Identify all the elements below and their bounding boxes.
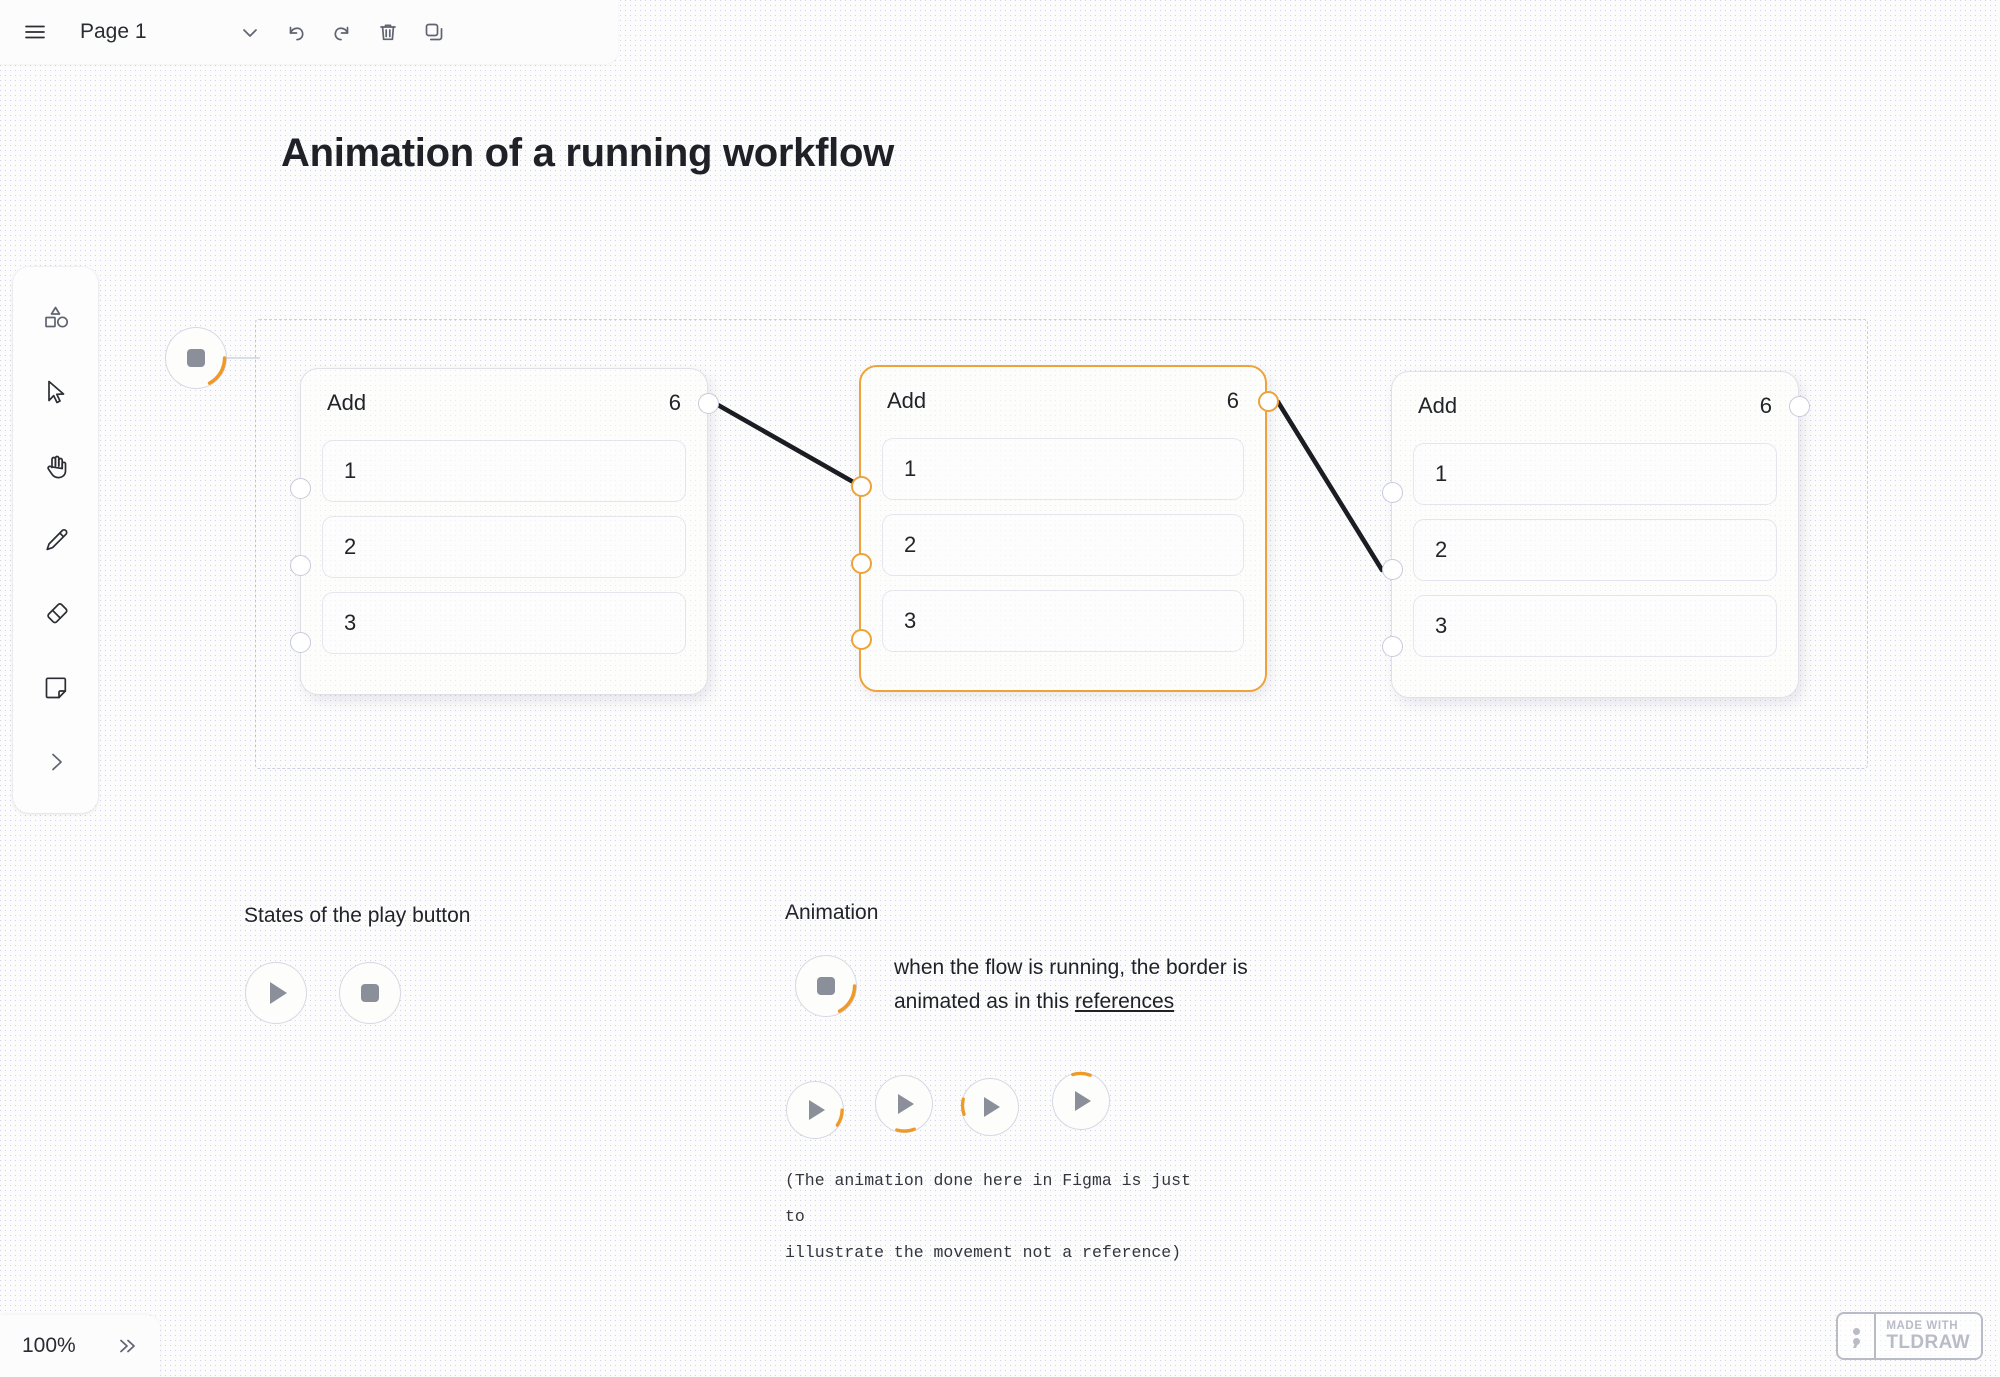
undo-icon[interactable] — [273, 9, 319, 55]
cursor-arrow-icon[interactable] — [30, 366, 82, 418]
node3-input-port-3[interactable] — [1382, 636, 1403, 657]
node-title: Add — [1418, 393, 1458, 418]
workflow-run-button[interactable] — [165, 327, 227, 389]
zoom-level-label[interactable]: 100% — [22, 1334, 76, 1357]
watermark-brand: TLDRAW — [1886, 1331, 1970, 1353]
pencil-icon[interactable] — [30, 514, 82, 566]
node-header: Add 6 — [861, 367, 1265, 414]
play-states-title: States of the play button — [244, 904, 471, 927]
node2-input-port-3[interactable] — [851, 629, 872, 650]
node1-input-port-1[interactable] — [290, 478, 311, 499]
trash-icon[interactable] — [365, 9, 411, 55]
animation-footnote-line-2: illustrate the movement not a reference) — [785, 1243, 1182, 1262]
animation-description: when the flow is running, the border is … — [894, 951, 1314, 1019]
hamburger-menu-icon[interactable] — [12, 9, 58, 55]
node-input-row[interactable]: 3 — [322, 592, 686, 654]
animation-description-line-1: when the flow is running, the border is — [894, 956, 1248, 979]
hand-icon[interactable] — [30, 440, 82, 492]
node-title: Add — [327, 390, 367, 415]
node2-output-port[interactable] — [1258, 391, 1279, 412]
play-button-running[interactable] — [339, 962, 401, 1024]
animation-footnote: (The animation done here in Figma is jus… — [785, 1163, 1215, 1271]
workflow-node-add-3[interactable]: Add 6 1 2 3 — [1391, 371, 1799, 698]
watermark-text: MADE WITH TLDRAW — [1876, 1314, 1981, 1358]
animation-description-line-2: animated as in this — [894, 990, 1075, 1013]
workflow-node-add-2[interactable]: Add 6 1 2 3 — [859, 365, 1267, 692]
node-input-row[interactable]: 3 — [1413, 595, 1777, 657]
watermark-made-with: MADE WITH — [1886, 1319, 1959, 1332]
shapes-icon[interactable] — [30, 292, 82, 344]
animation-demo-button[interactable] — [795, 955, 857, 1017]
node-input-list: 1 2 3 — [301, 416, 707, 674]
tldraw-logo-icon — [1838, 1314, 1877, 1358]
play-button-idle[interactable] — [245, 962, 307, 1024]
animation-frame-1[interactable] — [786, 1081, 844, 1139]
top-toolbar: Page 1 — [0, 0, 618, 64]
animation-frame-2[interactable] — [875, 1075, 933, 1133]
run-button-connector — [224, 357, 260, 359]
play-triangle-icon — [269, 982, 287, 1004]
animation-frame-3[interactable] — [960, 1078, 1019, 1136]
node-output-value: 6 — [1759, 393, 1772, 418]
stop-square-icon — [817, 977, 835, 995]
animation-title: Animation — [785, 901, 879, 924]
node-input-row[interactable]: 3 — [882, 590, 1244, 652]
node3-input-port-1[interactable] — [1382, 482, 1403, 503]
animation-frame-4[interactable] — [1052, 1071, 1110, 1130]
left-tool-rail — [13, 267, 98, 813]
play-triangle-icon — [898, 1094, 914, 1114]
node-input-row[interactable]: 2 — [882, 514, 1244, 576]
node-title: Add — [887, 388, 927, 413]
workflow-node-add-1[interactable]: Add 6 1 2 3 — [300, 368, 708, 695]
node1-input-port-3[interactable] — [290, 632, 311, 653]
node-header: Add 6 — [1392, 372, 1798, 419]
eraser-icon[interactable] — [30, 588, 82, 640]
more-vertical-icon[interactable] — [457, 9, 503, 55]
node-input-row[interactable]: 2 — [322, 516, 686, 578]
chevron-right-icon[interactable] — [30, 736, 82, 788]
node2-input-port-1[interactable] — [851, 476, 872, 497]
node-output-value: 6 — [668, 390, 681, 415]
play-triangle-icon — [1075, 1091, 1091, 1111]
references-link[interactable]: references — [1074, 990, 1175, 1013]
node1-output-port[interactable] — [698, 393, 719, 414]
zoom-statusbar: 100% — [0, 1315, 160, 1377]
stop-square-icon — [187, 349, 205, 367]
node-input-list: 1 2 3 — [861, 414, 1265, 672]
node-input-row[interactable]: 2 — [1413, 519, 1777, 581]
animation-footnote-line-1: (The animation done here in Figma is jus… — [785, 1171, 1191, 1226]
node-input-row[interactable]: 1 — [1413, 443, 1777, 505]
play-triangle-icon — [809, 1100, 825, 1120]
chevrons-right-icon[interactable] — [114, 1334, 160, 1358]
node2-input-port-2[interactable] — [851, 553, 872, 574]
logo-dot — [1852, 1327, 1860, 1335]
stop-square-icon — [361, 984, 379, 1002]
duplicate-icon[interactable] — [411, 9, 457, 55]
tldraw-watermark[interactable]: MADE WITH TLDRAW — [1836, 1312, 1983, 1360]
logo-comma — [1852, 1337, 1860, 1345]
node-input-row[interactable]: 1 — [882, 438, 1244, 500]
sticky-note-icon[interactable] — [30, 662, 82, 714]
page-name-label[interactable]: Page 1 — [80, 20, 147, 43]
node-input-list: 1 2 3 — [1392, 419, 1798, 677]
redo-icon[interactable] — [319, 9, 365, 55]
workflow-frame[interactable] — [255, 319, 1868, 769]
node-output-value: 6 — [1226, 388, 1239, 413]
node3-input-port-2[interactable] — [1382, 559, 1403, 580]
node-header: Add 6 — [301, 369, 707, 416]
page-title: Animation of a running workflow — [281, 131, 894, 175]
node1-input-port-2[interactable] — [290, 555, 311, 576]
node-input-row[interactable]: 1 — [322, 440, 686, 502]
node3-output-port[interactable] — [1789, 396, 1810, 417]
play-triangle-icon — [984, 1097, 1000, 1117]
chevron-down-icon[interactable] — [227, 9, 273, 55]
